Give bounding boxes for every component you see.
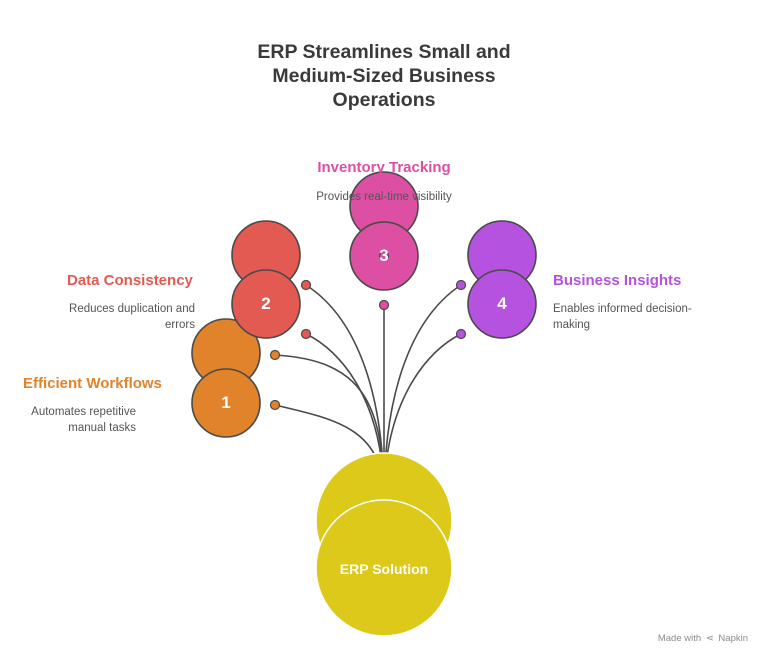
desc-1-line-2: manual tasks — [68, 422, 136, 434]
title-line-1: ERP Streamlines Small and — [257, 41, 511, 63]
desc-1-line-1: Automates repetitive — [31, 406, 136, 418]
dot-4a — [455, 279, 467, 291]
node-4 — [467, 220, 537, 339]
dot-3b — [378, 299, 390, 311]
footer-credit: Made with ⋖ Napkin — [658, 633, 748, 644]
footer-brand: Napkin — [718, 633, 748, 644]
desc-4-line-2: making — [553, 319, 591, 331]
dot-4b — [455, 328, 467, 340]
node-3-number: 3 — [379, 246, 389, 265]
desc-2-line-2: errors — [164, 319, 195, 331]
desc-inventory-tracking: Provides real-time visibility — [284, 189, 484, 205]
title-line-2: Medium-Sized Business — [272, 65, 496, 87]
label-inventory-tracking: Inventory Tracking — [317, 159, 451, 176]
desc-3-line-1: Provides real-time visibility — [316, 191, 452, 203]
center-circle-bottom — [315, 499, 453, 637]
label-business-insights: Business Insights — [553, 272, 682, 289]
footer-prefix: Made with — [657, 633, 702, 644]
dot-2b — [300, 328, 312, 340]
node-2-number: 2 — [261, 294, 271, 313]
node-1 — [191, 318, 261, 438]
diagram-title: ERP Streamlines Small and Medium-Sized B… — [184, 40, 584, 112]
label-efficient-workflows: Efficient Workflows — [23, 375, 162, 392]
dot-1a — [269, 349, 281, 361]
title-line-3: Operations — [332, 89, 436, 111]
connector-dots — [269, 250, 467, 411]
napkin-logo-icon: ⋖ — [705, 633, 714, 644]
dot-3a — [378, 250, 390, 262]
node-2-circle-bottom — [231, 269, 301, 339]
label-data-consistency: Data Consistency — [67, 272, 193, 289]
desc-data-consistency: Reduces duplication and errors — [45, 301, 195, 333]
center-label: ERP Solution — [339, 561, 429, 577]
desc-2-line-1: Reduces duplication and — [69, 303, 195, 315]
node-4-number: 4 — [497, 294, 507, 313]
dot-2a — [300, 279, 312, 291]
dot-1b — [269, 399, 281, 411]
desc-business-insights: Enables informed decision- making — [553, 301, 713, 333]
center-node — [315, 452, 453, 637]
node-1-number: 1 — [221, 393, 231, 412]
desc-4-line-1: Enables informed decision- — [553, 303, 692, 315]
desc-efficient-workflows: Automates repetitive manual tasks — [23, 404, 136, 436]
node-2 — [231, 220, 301, 339]
node-4-circle-bottom — [467, 269, 537, 339]
node-1-circle-bottom — [191, 368, 261, 438]
